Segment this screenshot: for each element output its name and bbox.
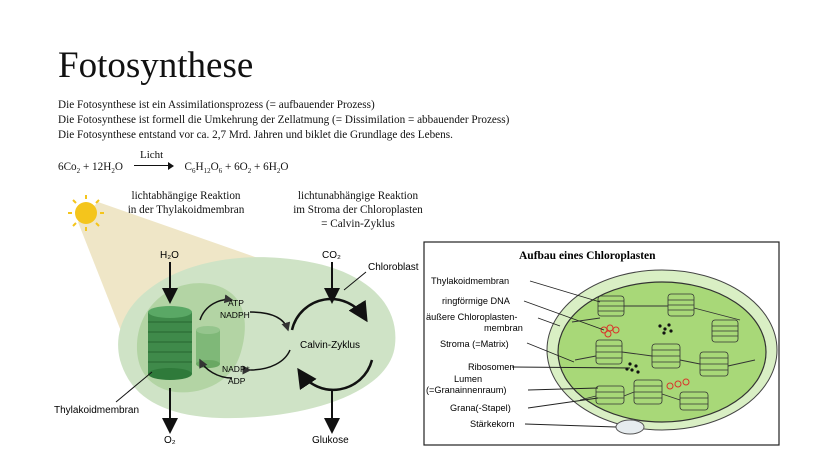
slide-title: Fotosynthese [58, 45, 254, 86]
grana-stacks [595, 293, 739, 411]
label-lumen-1: Lumen [454, 374, 482, 384]
label-starch: Stärkekorn [470, 419, 514, 429]
label-ring-dna: ringförmige DNA [442, 296, 511, 306]
label-outer-membrane-1: äußere Chloroplasten- [426, 312, 517, 322]
grana-stack-large [148, 306, 192, 380]
thylakoid-pointer [115, 371, 153, 403]
label-ribosomes: Ribosomen [468, 362, 514, 372]
label-co2: CO₂ [322, 250, 341, 261]
photosynthesis-equation: 6Co2 + 12H2O C6H12O6 + 6O2 + 6H2O [58, 161, 289, 176]
label-stroma: Stroma (=Matrix) [440, 339, 509, 349]
caption-light-independent: lichtunabhängige Reaktion im Stroma der … [293, 190, 423, 230]
chloroplast-structure-panel: Aufbau eines Chloroplasten [423, 241, 780, 446]
reaction-arrowhead [168, 161, 174, 170]
label-chloroplast: Chloroblast [368, 262, 419, 273]
intro-line-3: Die Fotosynthese entstand vor ca. 2,7 Mr… [58, 129, 453, 141]
label-h2o: H₂O [160, 250, 179, 261]
label-nadp: NADP⁺ [222, 364, 251, 374]
label-nadph: NADPH [220, 310, 250, 320]
label-outer-membrane-2: membran [484, 323, 523, 333]
light-label: Licht [140, 149, 164, 161]
label-glucose: Glukose [312, 435, 349, 446]
reaction-arrow [134, 165, 170, 166]
label-thylakoid-membrane: Thylakoidmembran [431, 276, 509, 286]
sun-icon [68, 195, 104, 231]
label-lumen-2: (=Granainnenraum) [426, 385, 506, 395]
label-grana: Grana(-Stapel) [450, 403, 511, 413]
intro-line-1: Die Fotosynthese ist ein Assimilationspr… [58, 99, 375, 111]
label-calvin: Calvin-Zyklus [300, 340, 360, 351]
intro-line-2: Die Fotosynthese ist formell die Umkehru… [58, 114, 510, 126]
label-adp: ADP [228, 376, 246, 386]
chloroplast-pointer [343, 271, 367, 291]
panel-title: Aufbau eines Chloroplasten [519, 250, 656, 262]
starch-grain [615, 419, 645, 435]
dna-icon [600, 324, 690, 390]
grana-stack-small [196, 326, 220, 368]
label-thylakoid: Thylakoidmembran [54, 405, 139, 416]
label-o2: O₂ [164, 435, 176, 446]
caption-light-dependent: lichtabhängige Reaktion in der Thylakoid… [127, 190, 245, 216]
label-atp: ATP [228, 298, 244, 308]
